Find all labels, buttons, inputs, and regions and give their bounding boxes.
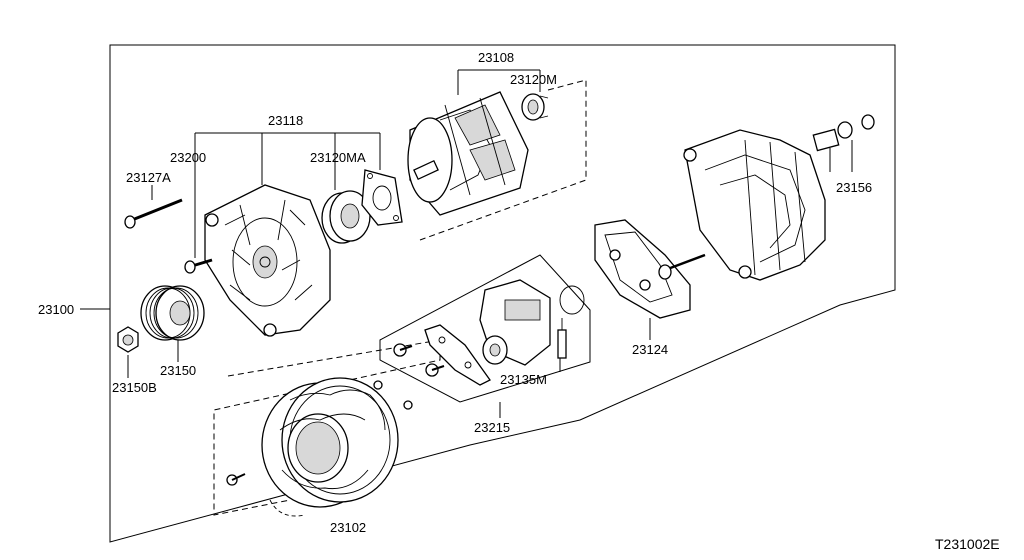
label-23150: 23150: [160, 363, 196, 378]
regulator-group-box: [379, 254, 591, 403]
through-bolt-part: [124, 198, 183, 229]
regulator-part: [479, 279, 585, 366]
rear-bearing-part: [521, 93, 549, 121]
front-cover-part: [204, 184, 331, 337]
label-23215: 23215: [474, 420, 510, 435]
screw-23200-part: [184, 258, 213, 274]
terminal-kit-part: [812, 114, 875, 152]
label-23150B: 23150B: [112, 380, 157, 395]
stator-part: [261, 377, 399, 517]
front-bearing-part: [321, 190, 371, 244]
leader-23118: [194, 132, 381, 258]
label-23108: 23108: [478, 50, 514, 65]
label-23124: 23124: [632, 342, 668, 357]
leader-23108: [457, 69, 541, 95]
rotor-part: [407, 91, 529, 216]
brush-cover-part: [424, 324, 491, 386]
label-23156: 23156: [836, 180, 872, 195]
brush-part: [557, 318, 567, 359]
label-23100: 23100: [38, 302, 74, 317]
leader-23156: [829, 140, 853, 172]
label-23127A: 23127A: [126, 170, 171, 185]
diagram-code: T231002E: [935, 536, 1000, 552]
pulley-nut-part: [117, 326, 139, 353]
rear-cover-part: [683, 129, 826, 281]
label-23135M: 23135M: [500, 372, 547, 387]
retainer-plate-part: [361, 169, 403, 226]
label-23200: 23200: [170, 150, 206, 165]
label-23120MA: 23120MA: [310, 150, 366, 165]
label-23120M: 23120M: [510, 72, 557, 87]
pulley-part: [140, 285, 205, 341]
label-23118: 23118: [268, 113, 303, 128]
assembly-frame: [109, 44, 896, 543]
rectifier-part: [594, 219, 706, 319]
label-23102: 23102: [330, 520, 366, 535]
screws-part: [226, 343, 445, 486]
